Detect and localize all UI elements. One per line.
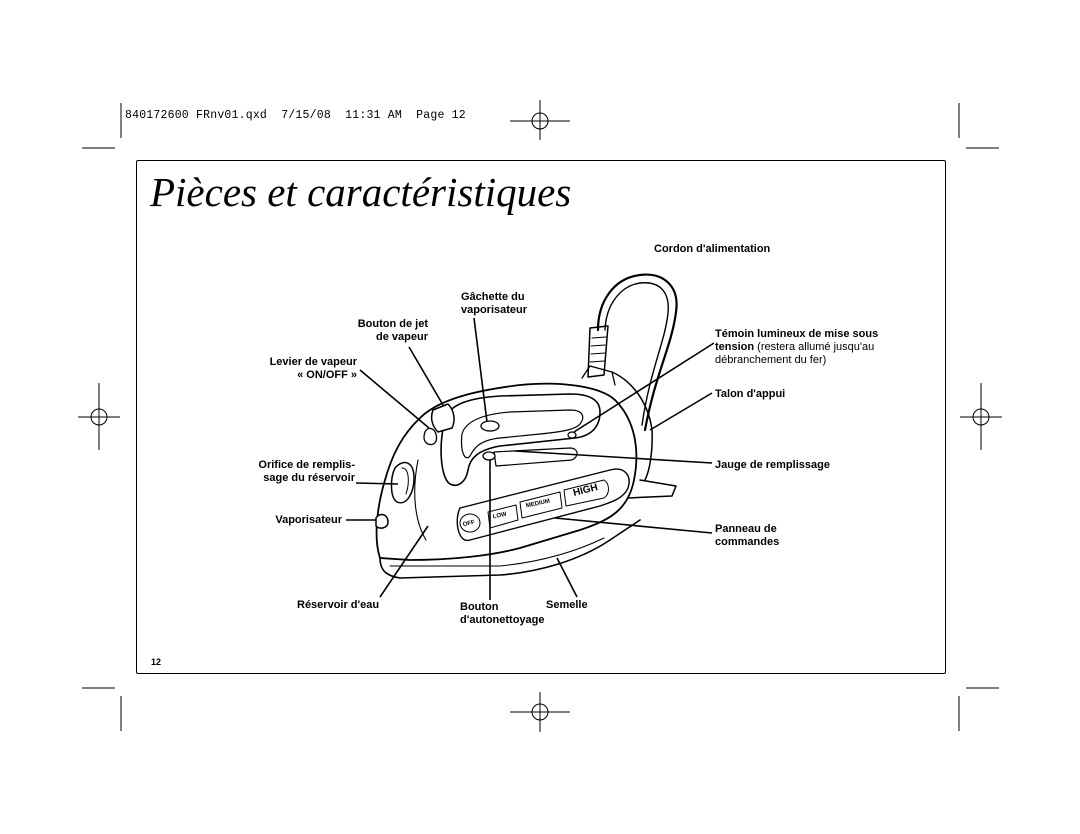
label-trigger-line2: vaporisateur [461, 304, 528, 316]
label-fill-line2: sage du réservoir [263, 472, 355, 484]
sprayer-nozzle [375, 513, 389, 529]
self-clean-button [482, 451, 496, 461]
heel-rest [611, 371, 653, 481]
reg-right [960, 383, 1002, 450]
fill-door [390, 461, 415, 504]
label-burst-button: Bouton de jet de vapeur [340, 318, 428, 344]
label-indicator-line3: débranchement du fer) [715, 354, 827, 366]
label-water-gauge: Jauge de remplissage [715, 459, 830, 471]
label-clean-line2: d'autonettoyage [460, 614, 545, 626]
label-clean-line1: Bouton [460, 601, 499, 613]
label-heel-rest: Talon d'appui [715, 388, 786, 400]
label-steam-lever: Levier de vapeur « ON/OFF » [250, 356, 357, 382]
control-panel-outline [456, 468, 630, 541]
reg-top [510, 100, 570, 140]
reg-left [78, 383, 120, 450]
registration-marks [78, 100, 1002, 732]
label-indicator-normal: (restera allumé jusqu'au [754, 341, 875, 353]
label-burst-line1: Bouton de jet [357, 318, 428, 330]
label-water-tank: Réservoir d'eau [297, 599, 380, 611]
page-number: 12 [151, 657, 162, 667]
label-indicator-bold: tension [715, 341, 755, 353]
cord-strain-relief [587, 325, 609, 378]
label-soleplate: Semelle [546, 599, 588, 611]
page-title: Pièces et caractéristiques [150, 169, 572, 215]
burst-button [430, 403, 455, 433]
label-power-indicator: Témoin lumineux de mise sous tension (re… [715, 328, 878, 367]
power-light [567, 431, 577, 439]
crop-marks [82, 103, 999, 731]
label-trigger-line1: Gâchette du [461, 291, 525, 303]
label-burst-line2: de vapeur [376, 331, 428, 343]
reg-bottom [510, 692, 570, 732]
label-fill-hole: Orifice de remplis- sage du réservoir [236, 459, 355, 485]
label-power-cord: Cordon d'alimentation [654, 243, 771, 255]
water-gauge-window [493, 447, 578, 467]
label-indicator-line2: tension (restera allumé jusqu'au [715, 341, 878, 354]
label-sprayer: Vaporisateur [275, 514, 342, 526]
trigger [480, 420, 500, 432]
label-trigger: Gâchette du vaporisateur [461, 291, 527, 317]
panel-off-text: OFF [462, 519, 476, 529]
label-panel-line2: commandes [715, 536, 780, 548]
file-slug: 840172600 FRnv01.qxd 7/15/08 11:31 AM Pa… [125, 109, 466, 122]
label-self-clean: Bouton d'autonettoyage [460, 601, 545, 627]
label-lever-line2: « ON/OFF » [297, 369, 357, 381]
iron-body [375, 382, 638, 561]
soleplate [379, 519, 641, 579]
iron-handle [440, 393, 601, 486]
steam-lever [423, 427, 438, 446]
label-fill-line1: Orifice de remplis- [258, 459, 355, 471]
page-frame [136, 160, 946, 674]
label-control-panel: Panneau de commandes [715, 523, 779, 549]
label-indicator-line1: Témoin lumineux de mise sous [715, 328, 879, 340]
label-lever-line1: Levier de vapeur [269, 356, 357, 368]
power-cord [596, 273, 678, 432]
label-panel-line1: Panneau de [715, 523, 777, 535]
leader-lines [346, 317, 715, 600]
